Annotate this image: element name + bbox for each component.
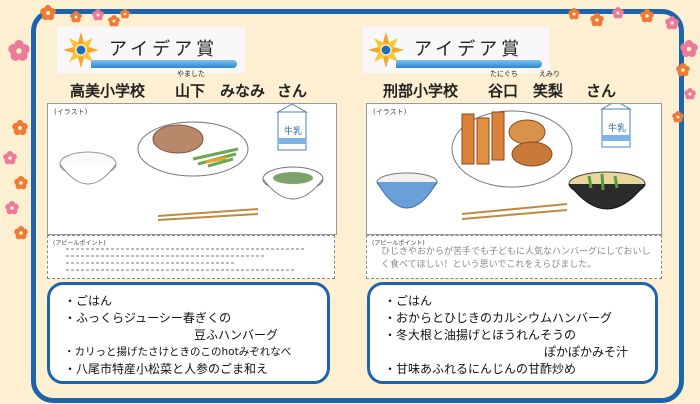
given-name: えみり笑梨 [533, 70, 564, 101]
family-name-text: 谷口 [488, 82, 519, 100]
flower-icon [12, 120, 28, 136]
flower-icon [108, 12, 120, 27]
ruby: たにぐち [490, 70, 518, 78]
award-banner-left: アイデア賞 [57, 27, 245, 73]
medal-icon [63, 32, 99, 68]
student-name-left: 高美小学校 やました山下 みなみ さん [70, 70, 307, 101]
given-name-text: 笑梨 [533, 82, 564, 100]
award-title: アイデア賞 [414, 39, 524, 60]
menu-item: ・カリっと揚げたさけときのこのhotみぞれなべ [64, 346, 292, 358]
medal-icon [368, 32, 404, 68]
flower-icon [665, 15, 679, 30]
menu-item: ・おからとひじきのカルシウムハンバーグ [384, 311, 613, 325]
flower-icon [672, 108, 684, 123]
given-name: みなみ [220, 82, 266, 100]
flower-icon [40, 5, 56, 21]
flower-icon [70, 8, 82, 23]
menu-list-right: ・ごはん ・おからとひじきのカルシウムハンバーグ ・冬大根と油揚げとほうれんそう… [367, 282, 658, 384]
menu-item: ぽかぽかみそ汁 [544, 345, 629, 359]
flower-icon [8, 40, 30, 62]
menu-item: 豆ふハンバーグ [194, 328, 279, 342]
flower-icon [568, 5, 580, 20]
appeal-label: (アピールポイント) [372, 240, 425, 247]
appeal-box-left: (アピールポイント) [47, 235, 335, 279]
appeal-label: (アピールポイント) [53, 240, 106, 247]
family-name: たにぐち谷口 [488, 70, 519, 101]
flower-icon [92, 6, 104, 21]
menu-item: ・ふっくらジューシー春ぎくの [64, 311, 232, 325]
award-banner-right: アイデア賞 [362, 27, 550, 73]
menu-item: ・甘味あふれるにんじんの甘酢炒め [384, 362, 577, 376]
illustration-label: (イラスト) [373, 108, 407, 116]
flower-icon [14, 175, 28, 190]
flower-icon [3, 150, 17, 165]
illustration-right: (イラスト) 牛乳 [366, 100, 662, 235]
flower-icon [120, 4, 130, 19]
school-name: 高美小学校 [70, 82, 146, 100]
flower-icon [612, 4, 624, 19]
appeal-box-right: (アピールポイント) ひじきやおからが苦手でも子どもに人気なハンバーグにしておい… [366, 235, 662, 279]
family-name: やました山下 [175, 70, 206, 101]
school-name: 刑部小学校 [383, 82, 459, 100]
honorific: さん [586, 82, 617, 100]
menu-list-left: ・ごはん ・ふっくらジューシー春ぎくの 豆ふハンバーグ ・カリっと揚げたさけとき… [47, 282, 330, 384]
flower-icon [680, 40, 698, 58]
ruby: えみり [539, 70, 560, 78]
milk-label: 牛乳 [284, 125, 302, 137]
milk-label: 牛乳 [608, 122, 626, 134]
menu-item: ・ごはん [384, 294, 433, 308]
award-title: アイデア賞 [109, 39, 219, 60]
banner-bar [91, 60, 237, 68]
ruby: やました [177, 70, 205, 78]
illustration-left: (イラスト) 牛乳 [47, 103, 337, 235]
student-name-right: 刑部小学校 たにぐち谷口 えみり笑梨 さん [383, 70, 616, 101]
banner-bar [396, 60, 542, 68]
flower-icon [5, 200, 19, 215]
honorific: さん [277, 82, 308, 100]
meal-drawing: 牛乳 [59, 103, 324, 221]
flower-icon [640, 8, 654, 23]
handwriting-scribble [66, 248, 306, 271]
menu-item: ・ごはん [64, 294, 113, 308]
meal-drawing: 牛乳 [376, 100, 646, 220]
family-name-text: 山下 [175, 82, 206, 100]
menu-item: ・冬大根と油揚げとほうれんそうの [384, 328, 577, 342]
flower-icon [590, 12, 604, 27]
menu-item: ・八尾市特産小松菜と人参のごま和え [64, 362, 269, 376]
appeal-text: ひじきやおからが苦手でも子どもに人気なハンバーグにしておいしく食べてほしい！とい… [381, 247, 651, 270]
illustration-label: (イラスト) [54, 108, 88, 116]
flower-icon [676, 62, 690, 77]
flower-icon [14, 225, 28, 240]
flower-icon [684, 85, 696, 100]
